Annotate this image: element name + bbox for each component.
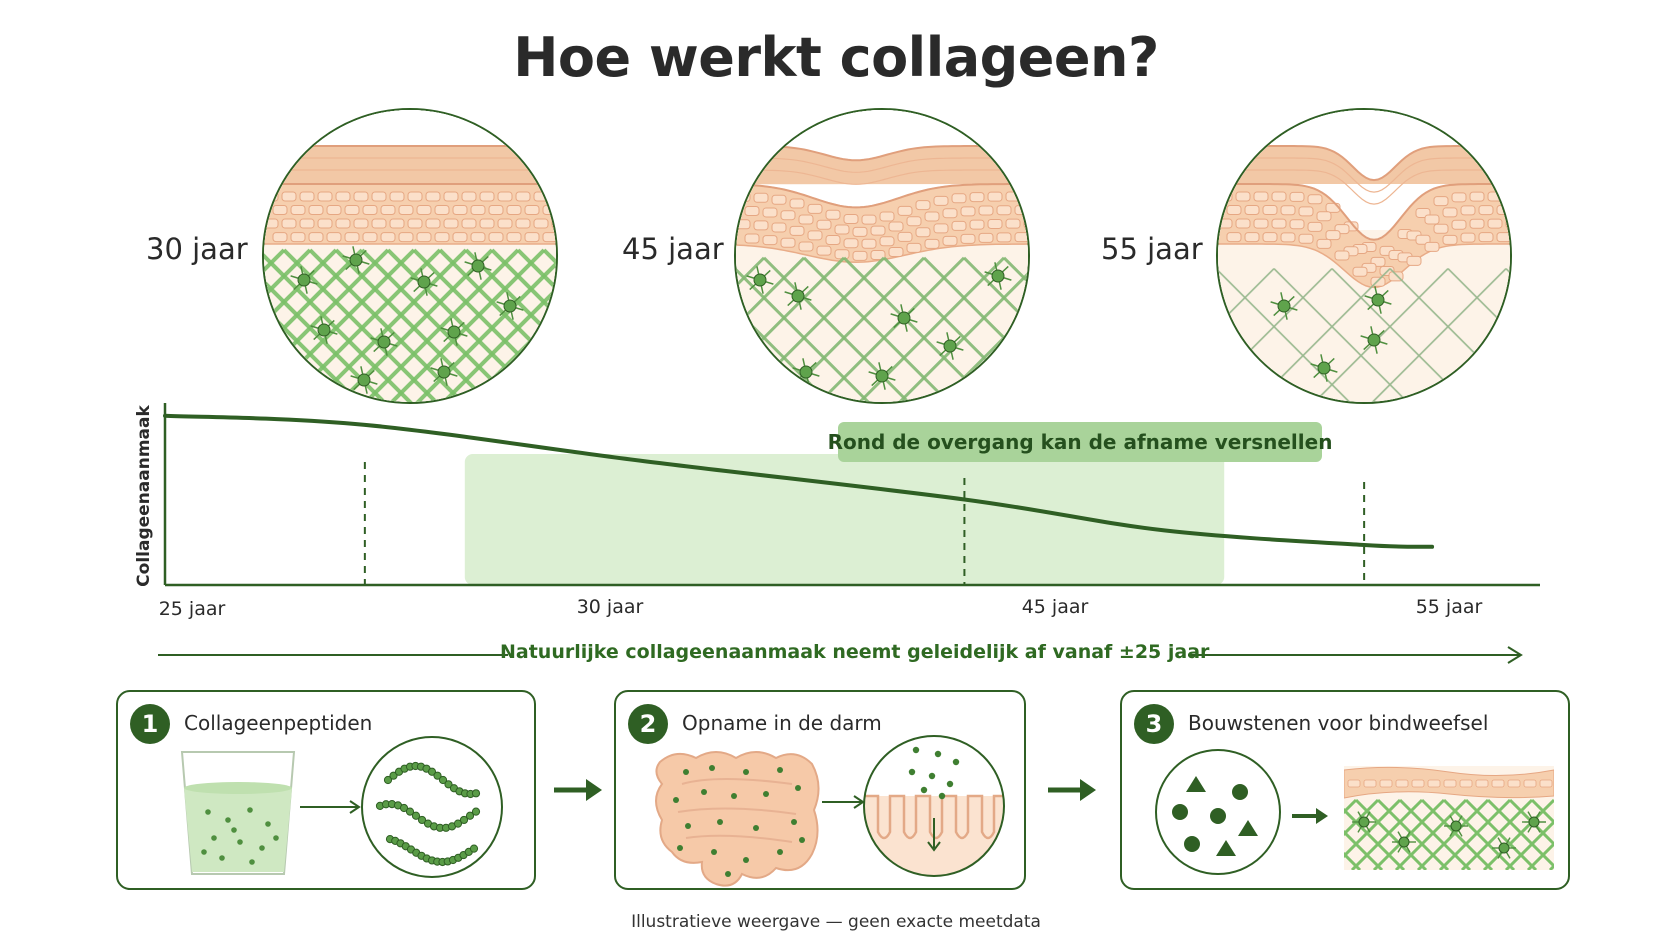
x-tick-45: 45 jaar xyxy=(1021,596,1089,618)
collagen-chart xyxy=(163,403,1540,587)
step-1-illustration xyxy=(180,736,503,878)
step-1-title: Collageenpeptiden xyxy=(184,711,373,735)
stage-label-30: 30 jaar xyxy=(146,232,248,266)
timeline-caption: Natuurlijke collageenaanmaak neemt gelei… xyxy=(500,641,1210,663)
footnote: Illustratieve weergave — geen exacte mee… xyxy=(631,912,1041,932)
step-3-title: Bouwstenen voor bindweefsel xyxy=(1188,711,1489,735)
flow-arrow-2 xyxy=(1048,779,1096,801)
x-tick-55: 55 jaar xyxy=(1415,596,1483,618)
y-axis-label: Collageenaanmaak xyxy=(134,405,154,587)
step-2-illustration xyxy=(655,735,1005,887)
skin-circle-55 xyxy=(1216,108,1512,404)
step-2-title: Opname in de darm xyxy=(682,711,882,735)
step-1-box: 1 Collageenpeptiden xyxy=(116,690,536,890)
step-3-box: 3 Bouwstenen voor bindweefsel xyxy=(1120,690,1570,890)
skin-illustration-45 xyxy=(736,110,1028,402)
collagen-curve xyxy=(163,413,1435,549)
x-tick-30: 30 jaar xyxy=(576,596,644,618)
step-3-illustration xyxy=(1155,749,1554,875)
step-3-number: 3 xyxy=(1134,704,1174,744)
flow-arrow-1 xyxy=(554,779,602,801)
stage-label-55: 55 jaar xyxy=(1101,232,1203,266)
step-2-box: 2 Opname in de darm xyxy=(614,690,1026,890)
highlight-region xyxy=(464,454,1225,585)
page-title: Hoe werkt collageen? xyxy=(513,26,1159,89)
highlight-badge: Rond de overgang kan de afname versnelle… xyxy=(828,422,1332,462)
step-1-number: 1 xyxy=(130,704,170,744)
x-tick-25: 25 jaar xyxy=(158,598,226,620)
skin-circle-45 xyxy=(734,108,1030,404)
stage-label-45: 45 jaar xyxy=(622,232,724,266)
timeline-arrow xyxy=(158,646,1523,664)
step-2-number: 2 xyxy=(628,704,668,744)
